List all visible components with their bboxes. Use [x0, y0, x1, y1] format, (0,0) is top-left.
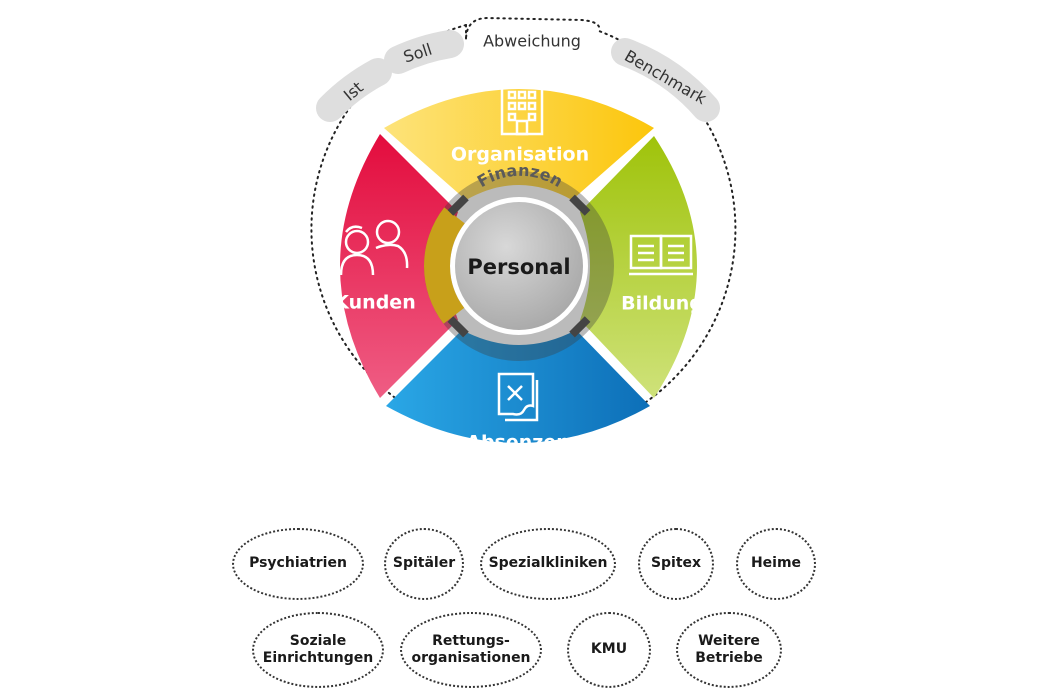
tab-benchmark-shape[interactable] [611, 38, 720, 122]
book-icon [629, 234, 693, 276]
tab-ist-shape[interactable] [316, 58, 392, 122]
segment-organisation-label: Organisation [451, 144, 589, 166]
segment-absenzen[interactable] [386, 330, 650, 443]
ring-divider [447, 194, 469, 216]
ring-divider [569, 194, 591, 216]
sector-weitere-betriebe[interactable]: Weitere Betriebe [676, 612, 782, 688]
segment-kunden[interactable] [340, 134, 458, 398]
active-tab-outline [465, 16, 601, 41]
sector-soziale-einrichtungen[interactable]: Soziale Einrichtungen [252, 612, 384, 688]
outer-dotted-boundary [310, 24, 737, 443]
tab-abweichung[interactable]: Abweichung [483, 32, 581, 51]
sector-spitex[interactable]: Spitex [638, 528, 714, 600]
absence-document-icon [497, 372, 539, 422]
ring-divider [569, 316, 591, 338]
sector-spezialkliniken[interactable]: Spezialkliniken [480, 528, 616, 600]
sector-rettungsorganisationen[interactable]: Rettungs- organisationen [400, 612, 542, 688]
sector-psychiatrien[interactable]: Psychiatrien [232, 528, 364, 600]
ring-divider [447, 316, 469, 338]
tab-soll-shape[interactable] [384, 30, 464, 74]
sector-heime[interactable]: Heime [736, 528, 816, 600]
finanzen-ring-arc-top [424, 171, 614, 361]
center-circle-personal[interactable] [455, 202, 583, 330]
center-label: Personal [467, 255, 570, 279]
sector-spitaeler[interactable]: Spitäler [384, 528, 464, 600]
customers-people-icon [339, 219, 409, 276]
controlling-wheel-diagram: Ist Soll Abweichung Benchmark Finanzen P… [310, 16, 737, 454]
segment-kunden-label: Kunden [334, 292, 415, 314]
segment-organisation[interactable] [384, 89, 654, 200]
segment-absenzen-label: Absenzen [466, 432, 570, 454]
sector-kmu[interactable]: KMU [567, 612, 651, 688]
building-icon [500, 82, 544, 136]
segment-bildung-label: Bildung [621, 293, 703, 315]
tab-benchmark[interactable]: Benchmark [621, 46, 710, 108]
